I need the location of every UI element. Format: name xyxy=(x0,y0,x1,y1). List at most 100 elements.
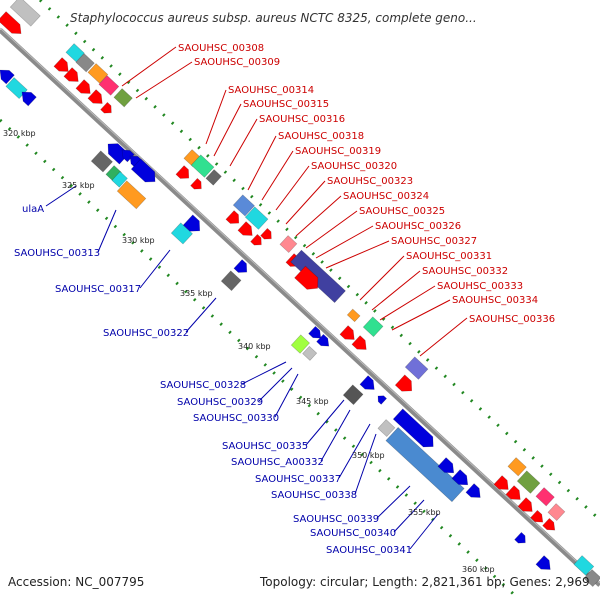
reverse-gene[interactable] xyxy=(308,325,325,341)
gene-feature[interactable] xyxy=(404,356,429,380)
gene-feature[interactable] xyxy=(244,206,269,230)
forward-gene[interactable] xyxy=(75,79,94,98)
gene-feature[interactable] xyxy=(65,43,85,63)
gene-feature[interactable] xyxy=(342,384,364,406)
forward-gene[interactable] xyxy=(175,165,193,183)
gene-feature[interactable] xyxy=(113,88,133,108)
gene-feature[interactable] xyxy=(98,75,120,96)
forward-gene[interactable] xyxy=(505,485,524,504)
gene-label[interactable]: SAOUHSC_00322 xyxy=(103,328,189,339)
gene-feature[interactable] xyxy=(516,470,541,494)
gene-feature[interactable] xyxy=(346,308,361,323)
reverse-gene[interactable] xyxy=(18,88,37,107)
gene-label[interactable]: SAOUHSC_00330 xyxy=(193,413,279,424)
forward-gene[interactable] xyxy=(260,227,275,242)
gene-feature[interactable] xyxy=(232,194,255,217)
gene-label[interactable]: SAOUHSC_00318 xyxy=(278,131,364,142)
gene-label[interactable]: SAOUHSC_00341 xyxy=(326,545,412,556)
gene-feature[interactable] xyxy=(377,419,396,437)
gene-label[interactable]: SAOUHSC_00334 xyxy=(452,295,538,306)
gene-label[interactable]: ulaA xyxy=(22,204,44,215)
gene-feature[interactable] xyxy=(507,457,527,477)
gene-label[interactable]: SAOUHSC_00326 xyxy=(375,221,461,232)
gene-label[interactable]: SAOUHSC_00335 xyxy=(222,441,308,452)
gene-feature[interactable] xyxy=(290,334,310,354)
gene-label[interactable]: SAOUHSC_00319 xyxy=(295,146,381,157)
gene-label[interactable]: SAOUHSC_00323 xyxy=(327,176,413,187)
reverse-gene[interactable] xyxy=(316,333,333,349)
reverse-gene[interactable] xyxy=(130,158,160,187)
reverse-gene[interactable] xyxy=(119,146,135,163)
forward-gene[interactable] xyxy=(294,265,323,294)
gene-label[interactable]: SAOUHSC_00316 xyxy=(259,114,345,125)
gene-label[interactable]: SAOUHSC_00327 xyxy=(391,236,477,247)
gene-label[interactable]: SAOUHSC_00308 xyxy=(178,43,264,54)
gene-label[interactable]: SAOUHSC_00329 xyxy=(177,397,263,408)
gene-label[interactable]: SAOUHSC_00336 xyxy=(469,314,555,325)
gene-label[interactable]: SAOUHSC_00328 xyxy=(160,380,246,391)
gene-label[interactable]: SAOUHSC_00338 xyxy=(271,490,357,501)
forward-gene[interactable] xyxy=(225,210,243,228)
gene-feature[interactable] xyxy=(75,53,95,73)
gene-label[interactable]: SAOUHSC_00325 xyxy=(359,206,445,217)
gene-feature[interactable] xyxy=(547,503,566,521)
gene-feature[interactable] xyxy=(5,77,28,100)
gene-feature[interactable] xyxy=(170,222,193,245)
gene-feature[interactable] xyxy=(362,316,384,338)
gene-label[interactable]: SAOUHSC_00339 xyxy=(293,514,379,525)
gene-label[interactable]: SAOUHSC_00324 xyxy=(343,191,429,202)
reverse-gene[interactable] xyxy=(451,469,472,490)
reverse-gene[interactable] xyxy=(392,408,438,452)
gene-label[interactable]: SAOUHSC_00320 xyxy=(311,161,397,172)
reverse-gene[interactable] xyxy=(359,375,378,394)
reverse-gene[interactable] xyxy=(0,66,15,85)
gene-label[interactable]: SAOUHSC_00313 xyxy=(14,248,100,259)
forward-gene[interactable] xyxy=(250,233,265,248)
forward-gene[interactable] xyxy=(339,325,358,344)
gene-feature[interactable] xyxy=(302,345,318,361)
forward-gene[interactable] xyxy=(100,101,115,116)
forward-gene[interactable] xyxy=(87,89,106,108)
gene-label[interactable]: SAOUHSC_00314 xyxy=(228,85,314,96)
forward-gene[interactable] xyxy=(542,517,559,533)
gene-feature[interactable] xyxy=(90,150,113,173)
gene-feature[interactable] xyxy=(290,249,346,304)
reverse-gene[interactable] xyxy=(233,259,251,277)
reverse-gene[interactable] xyxy=(182,214,204,236)
gene-label[interactable]: SAOUHSC_00333 xyxy=(437,281,523,292)
gene-feature[interactable] xyxy=(220,270,242,292)
reverse-gene[interactable] xyxy=(514,531,529,546)
gene-label[interactable]: SAOUHSC_00309 xyxy=(194,57,280,68)
gene-feature[interactable] xyxy=(190,154,215,178)
forward-gene[interactable] xyxy=(237,221,256,240)
gene-feature[interactable] xyxy=(205,169,222,186)
gene-label[interactable]: SAOUHSC_00337 xyxy=(255,474,341,485)
gene-feature[interactable] xyxy=(535,487,555,507)
forward-gene[interactable] xyxy=(493,475,512,494)
gene-feature[interactable] xyxy=(583,569,600,587)
gene-label[interactable]: SAOUHSC_A00332 xyxy=(231,457,324,468)
gene-label[interactable]: SAOUHSC_00332 xyxy=(422,266,508,277)
gene-label[interactable]: SAOUHSC_00331 xyxy=(406,251,492,262)
gene-feature[interactable] xyxy=(573,555,595,576)
forward-gene[interactable] xyxy=(0,11,25,38)
gene-feature[interactable] xyxy=(87,63,109,84)
gene-feature[interactable] xyxy=(116,180,147,210)
reverse-gene[interactable] xyxy=(465,483,484,502)
gene-feature[interactable] xyxy=(279,235,298,253)
forward-gene[interactable] xyxy=(63,67,82,86)
gene-feature[interactable] xyxy=(111,171,128,188)
gene-label[interactable]: SAOUHSC_00340 xyxy=(310,528,396,539)
forward-gene[interactable] xyxy=(53,57,72,76)
gene-label[interactable]: SAOUHSC_00317 xyxy=(55,284,141,295)
forward-gene[interactable] xyxy=(530,509,547,525)
forward-gene[interactable] xyxy=(394,374,416,396)
forward-gene[interactable] xyxy=(190,177,205,192)
gene-label[interactable]: SAOUHSC_00315 xyxy=(243,99,329,110)
forward-gene[interactable] xyxy=(517,497,536,516)
reverse-gene[interactable] xyxy=(375,393,388,405)
reverse-gene[interactable] xyxy=(437,457,458,478)
reverse-gene[interactable] xyxy=(535,555,554,574)
forward-gene[interactable] xyxy=(351,335,370,354)
gene-feature[interactable] xyxy=(9,0,41,27)
